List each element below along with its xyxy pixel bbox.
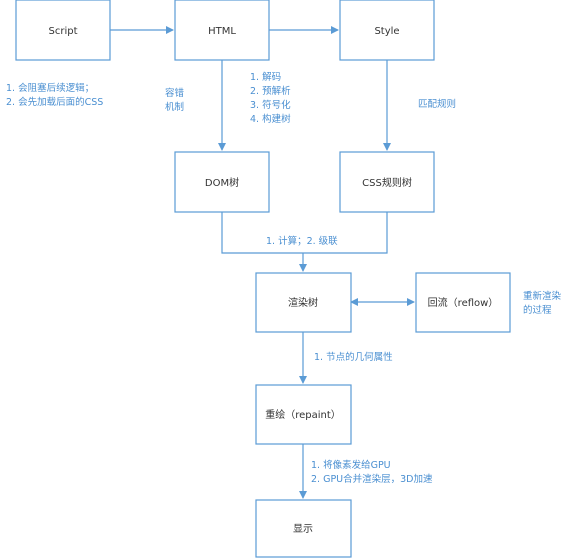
node-html: HTML [174,0,270,61]
node-repaint: 重绘（repaint） [255,384,352,445]
node-render-tree: 渲染树 [255,272,352,333]
reflow-desc-line-2: 的过程 [523,304,552,316]
node-script-label: Script [48,26,77,37]
fault-tolerance-line-2: 机制 [165,101,184,113]
compute-cascade-label: 1. 计算；2. 级联 [266,235,338,247]
node-render-tree-label: 渲染树 [288,296,318,309]
reflow-desc-line-1: 重新渲染 [523,290,562,302]
node-html-label: HTML [208,26,236,37]
node-display: 显示 [255,499,352,558]
paint-step-2: 2. GPU合并渲染层，3D加速 [311,473,433,485]
geometry-label: 1. 节点的几何属性 [314,351,393,363]
node-dom-tree-label: DOM树 [205,176,239,189]
node-reflow-label: 回流（reflow） [428,296,499,309]
node-style: Style [339,0,435,61]
node-script: Script [15,0,111,61]
match-rules-label: 匹配规则 [418,98,456,110]
node-repaint-label: 重绘（repaint） [265,408,341,421]
node-dom-tree: DOM树 [174,151,270,213]
fault-tolerance-line-1: 容错 [165,87,185,99]
node-reflow: 回流（reflow） [415,272,511,333]
node-css-rule-tree-label: CSS规则树 [362,176,412,189]
html-parse-step-2: 2. 预解析 [250,85,291,97]
script-note-2: 2. 会先加载后面的CSS [6,96,103,108]
node-css-rule-tree: CSS规则树 [339,151,435,213]
paint-step-1: 1. 将像素发给GPU [311,459,391,471]
node-display-label: 显示 [293,523,313,535]
node-style-label: Style [374,26,399,37]
html-parse-step-3: 3. 符号化 [250,99,291,111]
edge-dom-render-merge [221,212,388,254]
script-note-1: 1. 会阻塞后续逻辑； [6,82,94,94]
html-parse-step-4: 4. 构建树 [250,113,291,125]
html-parse-step-1: 1. 解码 [250,71,281,83]
